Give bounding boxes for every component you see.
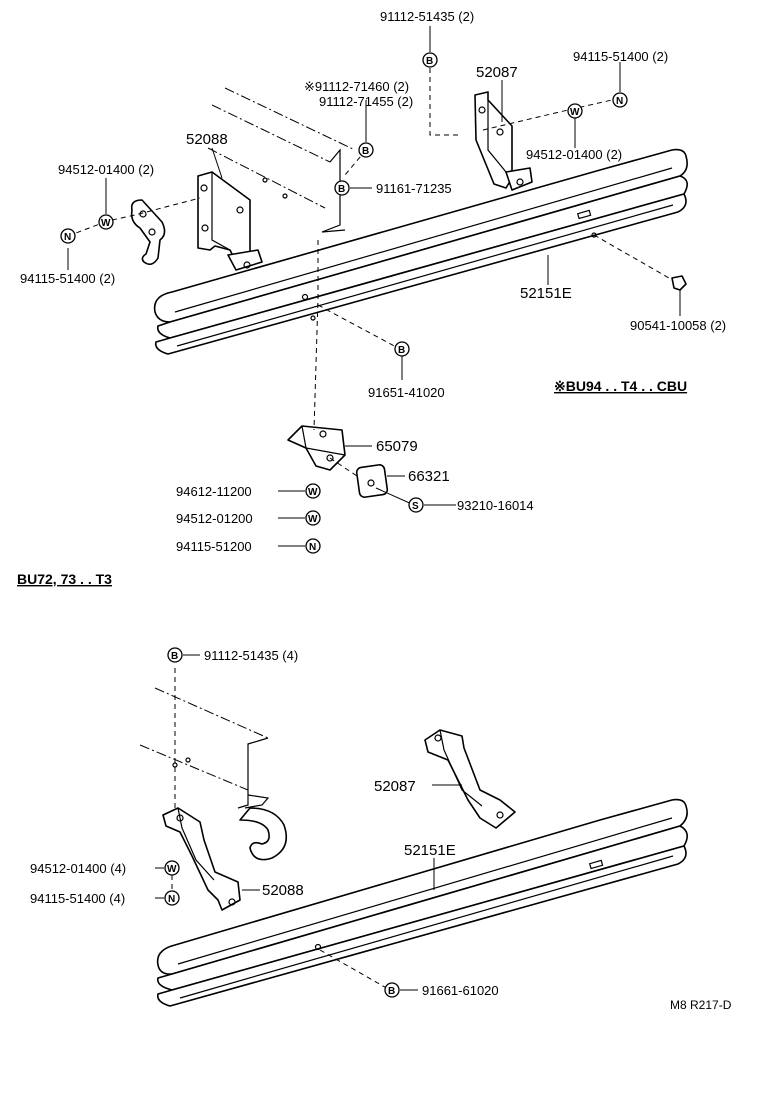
- nut-symbol-94115-51400-bottom: N: [164, 890, 180, 906]
- label-91112-71460: ※91112-71460 (2): [304, 79, 409, 94]
- label-52151e-bottom: 52151E: [404, 842, 456, 859]
- label-90541-10058: 90541-10058 (2): [630, 318, 726, 333]
- svg-text:B: B: [426, 56, 433, 67]
- top-assembly: B N W B B W N B W W N S: [20, 9, 726, 554]
- label-94512-01400-bottom: 94512-01400 (4): [30, 861, 126, 876]
- mount-65079: [287, 425, 346, 471]
- label-65079: 65079: [376, 438, 418, 455]
- note-bu94: ※BU94 . . T4 . . CBU: [554, 378, 687, 394]
- label-91161-71235: 91161-71235: [376, 181, 452, 196]
- svg-text:N: N: [64, 232, 71, 243]
- screw-90541-10058: [671, 275, 687, 291]
- label-91651-41020: 91651-41020: [368, 385, 445, 400]
- label-91661-61020: 91661-61020: [422, 983, 499, 998]
- bottom-assembly: B W N B 91112-51435 (4) 52087 52151E 945…: [30, 647, 688, 1007]
- section-title-bu72-73: BU72, 73 . . T3: [17, 571, 112, 587]
- assembly-lines-top: [67, 68, 677, 479]
- svg-text:W: W: [167, 864, 177, 875]
- label-94115-51200: 94115-51200: [176, 539, 252, 554]
- svg-text:N: N: [309, 542, 316, 553]
- bolt-symbol-91112-51435: B: [422, 52, 438, 68]
- label-94512-01400-left: 94512-01400 (2): [58, 162, 154, 177]
- svg-text:B: B: [362, 146, 369, 157]
- washer-symbol-94512-01400-bottom: W: [164, 860, 180, 876]
- frame-rail-bottom: [139, 668, 270, 820]
- label-94512-01400-right: 94512-01400 (2): [526, 147, 622, 162]
- washer-symbol-94612-11200: W: [305, 483, 321, 499]
- label-93210-16014: 93210-16014: [457, 498, 534, 513]
- label-94612-11200: 94612-11200: [176, 484, 252, 499]
- label-52151e-top: 52151E: [520, 285, 572, 302]
- bumper-52151e-top: [153, 148, 688, 355]
- svg-text:W: W: [308, 514, 318, 525]
- bracket-52088-top: [197, 171, 288, 271]
- svg-text:N: N: [616, 96, 623, 107]
- bolt-symbol-91112-71455: B: [358, 142, 374, 158]
- label-91112-51435-bottom: 91112-51435 (4): [204, 648, 298, 663]
- tow-hook-top: [130, 199, 166, 266]
- label-52088-top: 52088: [186, 131, 228, 148]
- label-52087-bottom: 52087: [374, 778, 416, 795]
- svg-text:B: B: [388, 986, 395, 997]
- label-94115-51400-bottom: 94115-51400 (4): [30, 891, 125, 906]
- bracket-52087-bottom: [424, 729, 516, 829]
- washer-symbol-94512-01400-r: W: [567, 103, 583, 119]
- svg-text:B: B: [338, 184, 345, 195]
- nut-symbol-94115-51200: N: [305, 538, 321, 554]
- nut-symbol-94115-51400-r: N: [612, 92, 628, 108]
- figure-code: M8 R217-D: [670, 998, 732, 1012]
- svg-text:W: W: [308, 487, 318, 498]
- screw-symbol-93210-16014: S: [408, 497, 424, 513]
- label-66321: 66321: [408, 468, 450, 485]
- washer-symbol-94512-01200: W: [305, 510, 321, 526]
- label-91112-71455: 91112-71455 (2): [319, 94, 413, 109]
- label-94512-01200: 94512-01200: [176, 511, 253, 526]
- label-52087-top: 52087: [476, 64, 518, 81]
- bracket-52087-top: [474, 91, 533, 191]
- pad-66321: [355, 464, 389, 498]
- svg-text:B: B: [398, 345, 405, 356]
- assembly-lines-bottom: [171, 866, 391, 991]
- label-94115-51400-right: 94115-51400 (2): [573, 49, 668, 64]
- bolt-symbol-91161-71235: B: [334, 180, 350, 196]
- svg-text:B: B: [171, 651, 178, 662]
- tow-hook-bottom: [239, 807, 288, 861]
- leader-lines-top: [67, 26, 681, 547]
- nut-symbol-94115-51400-l: N: [60, 228, 76, 244]
- label-52088-bottom: 52088: [262, 882, 304, 899]
- bolt-symbol-91651-41020: B: [394, 341, 410, 357]
- svg-text:N: N: [168, 894, 175, 905]
- bracket-52088-bottom: [162, 807, 241, 911]
- svg-text:W: W: [101, 218, 111, 229]
- label-94115-51400-left: 94115-51400 (2): [20, 271, 115, 286]
- washer-symbol-94512-01400-l: W: [98, 214, 114, 230]
- svg-text:S: S: [412, 501, 419, 512]
- svg-text:W: W: [570, 107, 580, 118]
- label-91112-51435-top: 91112-51435 (2): [380, 9, 474, 24]
- bolt-symbol-91112-51435-bottom: B: [167, 647, 183, 663]
- bumper-52151e-bottom: [156, 798, 688, 1007]
- bolt-symbol-91661-61020: B: [384, 982, 400, 998]
- leader-lines-bottom: [155, 654, 462, 991]
